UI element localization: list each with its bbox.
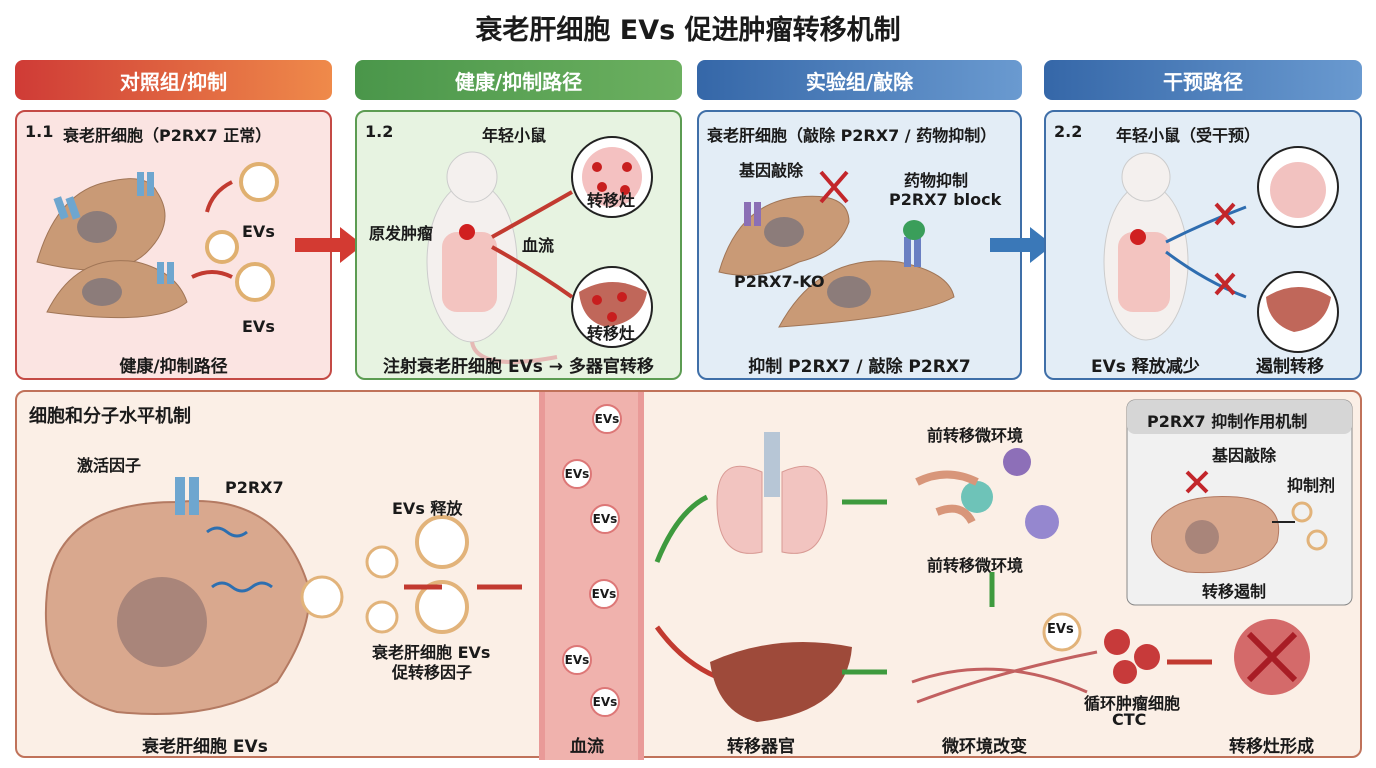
header-experiment: 实验组/敲除 bbox=[697, 60, 1022, 100]
panel-caption-left: EVs 释放减少 bbox=[1091, 357, 1200, 377]
organ-caption: 转移器官 bbox=[727, 737, 795, 757]
header-healthy-path: 健康/抑制路径 bbox=[355, 60, 682, 100]
panel-title: 年轻小鼠 bbox=[482, 126, 547, 145]
evs-label: EVs bbox=[242, 317, 275, 336]
inset-knockout-label: 基因敲除 bbox=[1212, 446, 1277, 465]
ctc-label: 循环肿瘤细胞 bbox=[1084, 694, 1181, 713]
inset-inhibitor-label: 抑制剂 bbox=[1287, 476, 1336, 495]
ctc-label: CTC bbox=[1112, 710, 1147, 729]
panel-caption: 健康/抑制路径 bbox=[119, 357, 228, 377]
primary-tumor-label: 原发肿瘤 bbox=[369, 224, 434, 243]
micro-evs-label: EVs bbox=[1047, 622, 1074, 637]
premetastatic-niche-label: 前转移微环境 bbox=[927, 556, 1024, 575]
panel-young-mouse: 1.2 年轻小鼠 原发肿瘤 血流 转移灶 转移灶 注射衰老肝细胞 EVs → 多… bbox=[355, 110, 682, 380]
panel-intervention: 2.2 年轻小鼠（受干预） EVs 释放减少 遏制转移 bbox=[1044, 110, 1362, 380]
premetastatic-niche-label: 前转移微环境 bbox=[927, 426, 1024, 445]
vessel-ev: EVs bbox=[592, 404, 622, 434]
ev-factors-label: 促转移因子 bbox=[392, 663, 473, 682]
activator-label: 激活因子 bbox=[77, 456, 142, 475]
vessel-caption: 血流 bbox=[570, 737, 604, 757]
header-control: 对照组/抑制 bbox=[15, 60, 332, 100]
panel-senescent-normal: 1.1 衰老肝细胞（P2RX7 正常） EVs EVs 健康/抑制路径 bbox=[15, 110, 332, 380]
panel-caption-right: 遏制转移 bbox=[1256, 357, 1324, 377]
panel-mechanism: 细胞和分子水平机制 激活因子 P2RX7 EVs 释放 衰老肝细胞 EVs 促转… bbox=[15, 390, 1362, 760]
ev-release-label: EVs 释放 bbox=[392, 499, 463, 518]
mechanism-illustration bbox=[44, 392, 1353, 760]
mouse-metastasis-illustration bbox=[426, 136, 653, 364]
drug-label: 药物抑制 bbox=[904, 171, 969, 190]
vessel-ev: EVs bbox=[562, 459, 592, 489]
ev-factors-label: 衰老肝细胞 EVs bbox=[372, 643, 491, 662]
vessel-ev: EVs bbox=[562, 645, 592, 675]
panel-caption: 注射衰老肝细胞 EVs → 多器官转移 bbox=[383, 357, 654, 377]
inset-caption: 转移遏制 bbox=[1202, 582, 1267, 601]
section-title: 细胞和分子水平机制 bbox=[29, 406, 191, 427]
panel-title: 衰老肝细胞（敲除 P2RX7 / 药物抑制） bbox=[707, 126, 997, 145]
arrow-right-icon bbox=[990, 227, 1053, 263]
vessel-ev: EVs bbox=[589, 579, 619, 609]
evs-label: EVs bbox=[242, 222, 275, 241]
panel-title: 衰老肝细胞（P2RX7 正常） bbox=[63, 126, 272, 145]
page-title: 衰老肝细胞 EVs 促进肿瘤转移机制 bbox=[475, 15, 901, 46]
cell-caption: 衰老肝细胞 EVs bbox=[142, 737, 268, 757]
ko-label: P2RX7-KO bbox=[734, 272, 825, 291]
vessel-ev: EVs bbox=[590, 687, 620, 717]
knockout-cells-illustration bbox=[718, 170, 955, 328]
panel-caption: 抑制 P2RX7 / 敲除 P2RX7 bbox=[748, 357, 971, 377]
header-intervention: 干预路径 bbox=[1044, 60, 1362, 100]
metastasis-formation-caption: 转移灶形成 bbox=[1229, 737, 1314, 757]
vessel-ev: EVs bbox=[590, 504, 620, 534]
arrow-right-icon bbox=[295, 227, 363, 263]
liver-metastasis-label: 转移灶 bbox=[587, 324, 636, 343]
knockout-label: 基因敲除 bbox=[739, 161, 804, 180]
panel-title: 年轻小鼠（受干预） bbox=[1116, 126, 1261, 145]
blood-flow-label: 血流 bbox=[522, 236, 555, 255]
senescent-cells-illustration bbox=[36, 162, 279, 319]
receptor-label: P2RX7 bbox=[225, 478, 284, 497]
drug-sub-label: P2RX7 block bbox=[889, 190, 1002, 209]
panel-number: 2.2 bbox=[1054, 122, 1083, 141]
intervened-mouse-illustration bbox=[1103, 146, 1339, 353]
panel-number: 1.1 bbox=[25, 122, 54, 141]
microenvironment-caption: 微环境改变 bbox=[942, 737, 1027, 757]
lung-metastasis-label: 转移灶 bbox=[587, 191, 636, 210]
panel-number: 1.2 bbox=[365, 122, 394, 141]
inset-title: P2RX7 抑制作用机制 bbox=[1147, 412, 1308, 431]
panel-knockout: 衰老肝细胞（敲除 P2RX7 / 药物抑制） 基因敲除 药物抑制 P2RX7 b… bbox=[697, 110, 1022, 380]
